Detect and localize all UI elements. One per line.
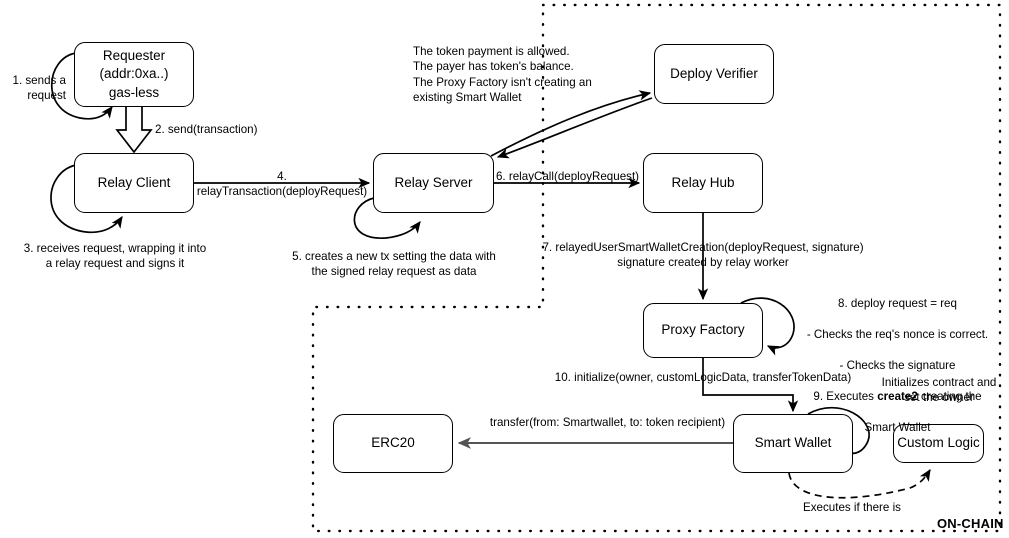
label-step-5: 5. creates a new tx setting the data wit… bbox=[292, 250, 496, 279]
label-step-9-line2: Smart Wallet bbox=[864, 420, 931, 434]
label-step-6: 6. relayCall(deployRequest) bbox=[495, 170, 640, 183]
node-erc20[interactable]: ERC20 bbox=[333, 414, 453, 473]
edge-deployverifier-relayserver-back bbox=[496, 97, 653, 159]
node-relay-server[interactable]: Relay Server bbox=[373, 153, 494, 213]
node-requester[interactable]: Requester (addr:0xa..) gas-less bbox=[74, 42, 194, 107]
label-step-9-pre: 9. Executes bbox=[813, 389, 878, 403]
label-step-8-9: 8. deploy request = req - Checks the req… bbox=[790, 281, 1005, 435]
label-step-7: 7. relayedUserSmartWalletCreation(deploy… bbox=[542, 241, 864, 270]
node-deploy-verifier[interactable]: Deploy Verifier bbox=[654, 44, 774, 104]
edge-requester-relayclient bbox=[115, 107, 153, 154]
label-step-10: 10. initialize(owner, customLogicData, t… bbox=[554, 371, 852, 384]
label-transfer: transfer(from: Smartwallet, to: token re… bbox=[489, 416, 726, 429]
label-step-8-line1: 8. deploy request = req bbox=[838, 297, 957, 311]
label-step-3: 3. receives request, wrapping it into a … bbox=[23, 242, 207, 271]
label-on-chain: ON-CHAIN bbox=[937, 516, 1004, 531]
node-relay-hub[interactable]: Relay Hub bbox=[643, 153, 763, 213]
label-executes-if-there-is: Executes if there is bbox=[803, 501, 901, 514]
node-proxy-factory[interactable]: Proxy Factory bbox=[643, 303, 763, 358]
label-step-2: 2. send(transaction) bbox=[155, 123, 258, 136]
label-step-4: 4. relayTransaction(deployRequest) bbox=[196, 170, 368, 199]
label-step-1: 1. sends a request bbox=[12, 74, 67, 103]
label-deploy-verifier-note: The token payment is allowed. The payer … bbox=[413, 45, 592, 105]
node-relay-client[interactable]: Relay Client bbox=[74, 153, 194, 213]
edge-smartwallet-customlogic bbox=[788, 468, 931, 499]
label-step-8-line2: - Checks the req's nonce is correct. bbox=[806, 328, 989, 342]
label-initializes-contract: Initializes contract and set the owner bbox=[881, 376, 997, 405]
